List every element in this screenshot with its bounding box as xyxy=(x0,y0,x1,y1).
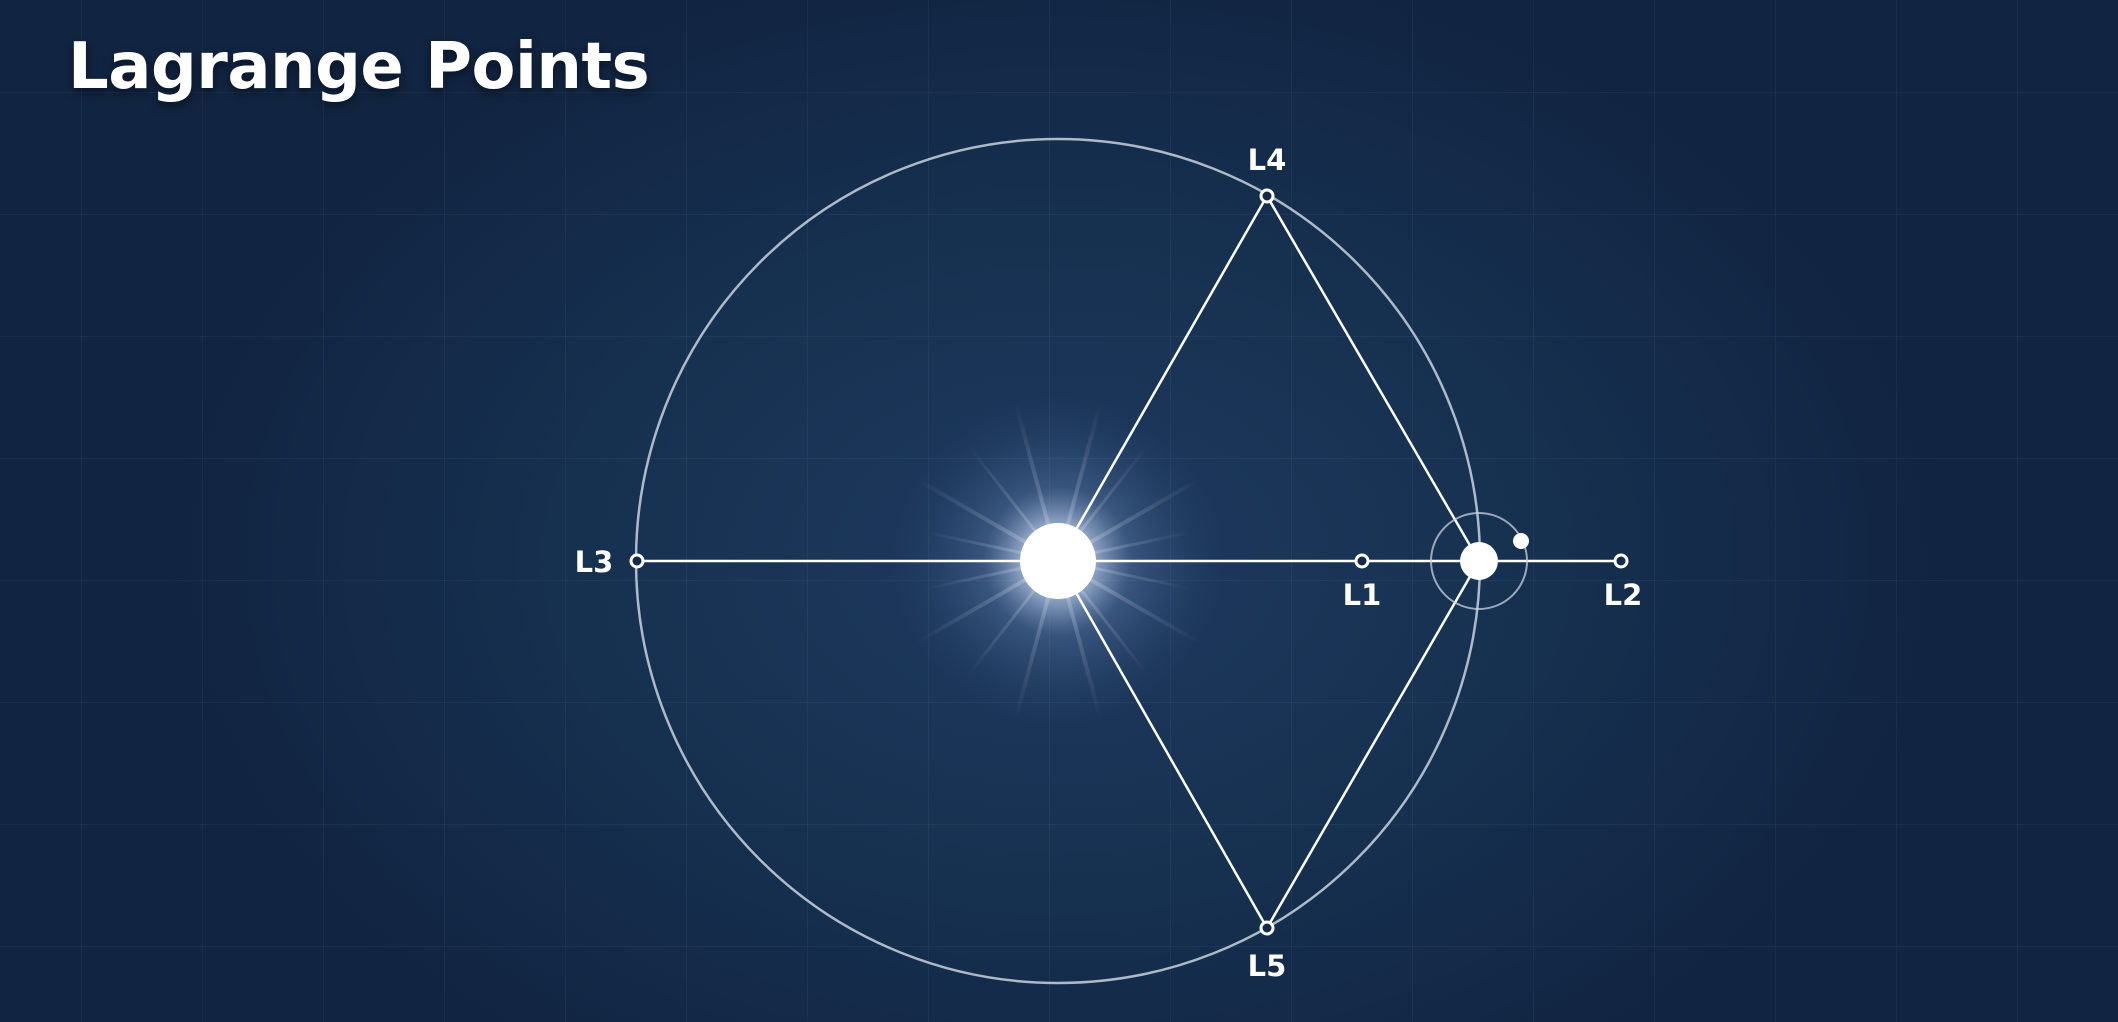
line-l5-planet xyxy=(1265,560,1481,929)
line-sun-l4 xyxy=(1056,195,1269,562)
line-sun-l5 xyxy=(1056,560,1269,929)
l2-label: L2 xyxy=(1604,578,1643,612)
moon xyxy=(1513,533,1529,549)
moon-orbit xyxy=(1430,512,1528,610)
page-title: Lagrange Points xyxy=(68,30,650,104)
l4-marker xyxy=(1259,188,1275,204)
l4-label: L4 xyxy=(1248,143,1287,177)
sun xyxy=(1020,523,1096,599)
planet xyxy=(1460,542,1498,580)
l5-marker xyxy=(1259,920,1275,936)
l1-label: L1 xyxy=(1343,578,1382,612)
line-l4-planet xyxy=(1265,195,1481,562)
construction-lines xyxy=(637,195,1621,929)
l1-marker xyxy=(1354,553,1370,569)
lagrange-markers xyxy=(629,188,1629,936)
l3-marker xyxy=(629,553,645,569)
l3-label: L3 xyxy=(575,545,614,579)
l5-label: L5 xyxy=(1248,949,1287,983)
l2-marker xyxy=(1613,553,1629,569)
